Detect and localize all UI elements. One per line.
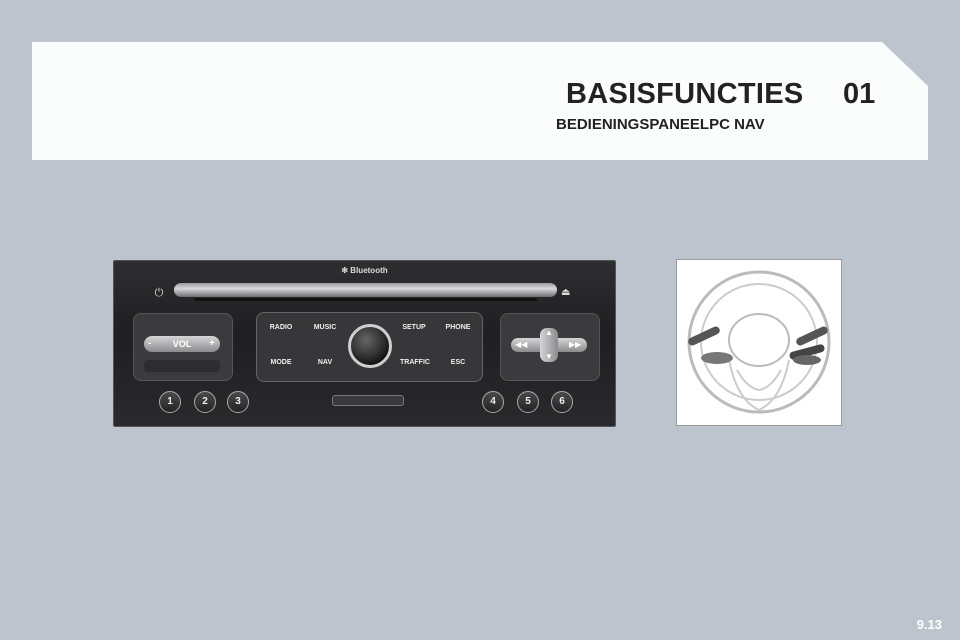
preset-button-4: 4: [482, 391, 504, 413]
arrow-down-icon: ▼: [545, 352, 553, 361]
eject-icon: ⏏: [561, 287, 571, 298]
page-number: 9.13: [916, 617, 942, 632]
preset-button-1: 1: [159, 391, 181, 413]
direction-pad-block: ▲ ▼ ◀◀ ▶▶: [500, 313, 600, 381]
nav-button: NAV: [317, 359, 333, 366]
rewind-icon: ◀◀: [515, 340, 528, 349]
preset-button-5: 5: [517, 391, 539, 413]
control-panel-illustration: ✻ Bluetooth ⏻ ⏏ VOL - + RADIO MUSIC SETU…: [113, 260, 616, 427]
cd-slot: [174, 283, 557, 297]
volume-control: VOL - +: [133, 313, 233, 381]
direction-pad-vertical: [540, 328, 558, 362]
esc-button: ESC: [450, 359, 466, 366]
page-title: BASISFUNCTIES: [566, 78, 804, 110]
cd-slot-shadow: [194, 298, 537, 301]
preset-button-6: 6: [551, 391, 573, 413]
chapter-number: 01: [843, 78, 876, 110]
bluetooth-label: ✻ Bluetooth: [341, 266, 388, 275]
phone-button: PHONE: [445, 324, 471, 331]
preset-button-3: 3: [227, 391, 249, 413]
mode-button: MODE: [270, 359, 292, 366]
header-banner: [32, 42, 928, 160]
page-subtitle: BEDIENINGSPANEELPC NAV: [556, 116, 765, 133]
steering-wheel-icon: [687, 270, 831, 414]
bottom-tab: [332, 395, 404, 406]
steering-wheel-illustration: [676, 259, 842, 426]
volume-plus-label: +: [209, 338, 215, 349]
music-button: MUSIC: [313, 324, 337, 331]
volume-minus-label: -: [148, 338, 152, 349]
arrow-up-icon: ▲: [545, 328, 553, 337]
preset-button-2: 2: [194, 391, 216, 413]
fast-forward-icon: ▶▶: [569, 340, 582, 349]
traffic-button: TRAFFIC: [400, 359, 430, 366]
power-icon: ⏻: [154, 287, 164, 299]
volume-block-base: [144, 360, 220, 372]
setup-button: SETUP: [402, 324, 426, 331]
volume-button: VOL: [144, 336, 220, 352]
center-button-cluster: RADIO MUSIC SETUP PHONE MODE NAV TRAFFIC…: [256, 312, 483, 382]
direction-pad-icon: ▲ ▼ ◀◀ ▶▶: [511, 328, 587, 362]
rotary-knob: [348, 324, 392, 368]
radio-button: RADIO: [269, 324, 293, 331]
